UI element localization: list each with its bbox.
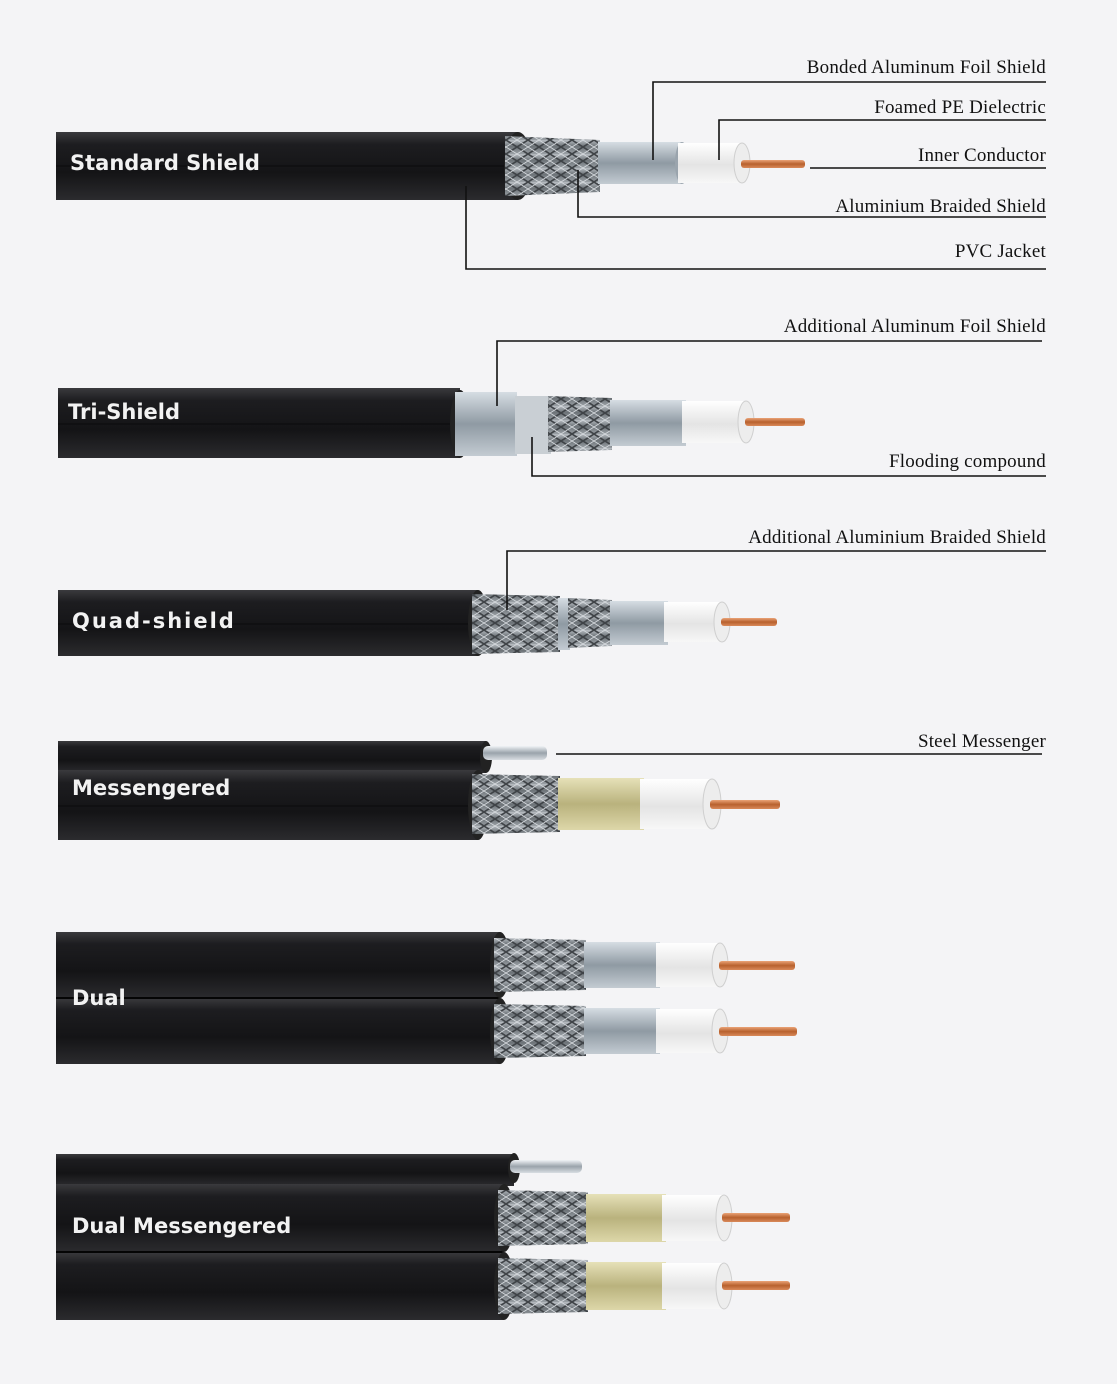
outer-braid [472,594,560,654]
tri-shield-cable: Tri-Shield [58,388,805,458]
dielectric-top [656,943,720,987]
quad-leader-lines [506,550,1046,610]
standard-shield-cable: Standard Shield [56,132,805,200]
dual-messengered-cable: Dual Messengered [56,1153,790,1320]
cable-title: Tri-Shield [68,400,180,424]
pvc-jacket-bottom [56,1252,504,1320]
steel-messenger [510,1160,582,1173]
inner-conductor [745,418,805,426]
inner-conductor [710,800,780,809]
messenger-jacket [58,741,486,773]
foil-shield [610,601,668,645]
outer-foil [455,392,517,456]
inner-braid [568,598,612,648]
braided-shield-top [494,938,586,992]
foil-shield [598,142,682,184]
inner-conductor [721,618,777,626]
pvc-jacket [58,770,478,840]
foil-shield [558,778,644,830]
flooding-compound [515,396,551,454]
dielectric [664,602,722,642]
pvc-jacket [58,590,478,656]
messenger-jacket [56,1154,514,1186]
pvc-jacket [58,388,460,458]
dielectric-top [662,1195,724,1241]
inner-conductor-top [719,961,795,970]
cable-title: Dual Messengered [72,1214,291,1238]
pvc-jacket-bottom [56,998,500,1064]
pvc-jacket-top [56,932,500,998]
messengered-cable: Messengered [58,741,780,840]
quad-shield-cable: Quad-shield [58,590,777,656]
label-bonded-foil-shield: Bonded Aluminum Foil Shield [806,57,1046,78]
pvc-jacket-top [56,1184,504,1252]
label-additional-braided-shield: Additional Aluminium Braided Shield [748,527,1046,548]
dielectric [682,401,746,443]
inner-conductor-bottom [722,1281,790,1290]
foil-shield-top [586,1194,666,1242]
foil-shield-top [584,942,660,988]
dielectric [678,143,742,183]
label-flooding-compound: Flooding compound [889,451,1046,472]
outer-foil [558,598,570,650]
dielectric-bottom [662,1263,724,1309]
braided-shield-bottom [494,1004,586,1058]
dielectric [640,779,712,829]
label-inner-conductor: Inner Conductor [917,145,1046,166]
dual-cable: Dual [56,932,797,1064]
inner-conductor [741,160,805,168]
label-pvc-jacket: PVC Jacket [954,241,1046,262]
braided-shield-bottom [498,1258,588,1314]
foil-shield-bottom [586,1262,666,1310]
braided-shield [472,774,560,834]
foil-shield-bottom [584,1008,660,1054]
label-steel-messenger: Steel Messenger [917,731,1046,752]
cable-title: Quad-shield [72,609,236,633]
label-additional-foil-shield: Additional Aluminum Foil Shield [783,316,1046,337]
cable-title: Messengered [72,776,230,800]
dielectric-bottom [656,1009,720,1053]
inner-conductor-bottom [719,1027,797,1036]
braided-shield-top [498,1190,588,1246]
standard-leader-lines [465,81,1046,270]
foil-shield [610,400,686,446]
braided-shield [505,136,600,196]
cable-title: Standard Shield [70,151,260,175]
steel-messenger [483,746,547,760]
cable-title: Dual [72,986,126,1010]
label-aluminium-braided-shield: Aluminium Braided Shield [835,196,1046,217]
inner-conductor-top [722,1213,790,1222]
tri-leader-lines [496,340,1046,477]
braided-shield [548,396,612,452]
label-foamed-pe-dielectric: Foamed PE Dielectric [874,97,1046,118]
